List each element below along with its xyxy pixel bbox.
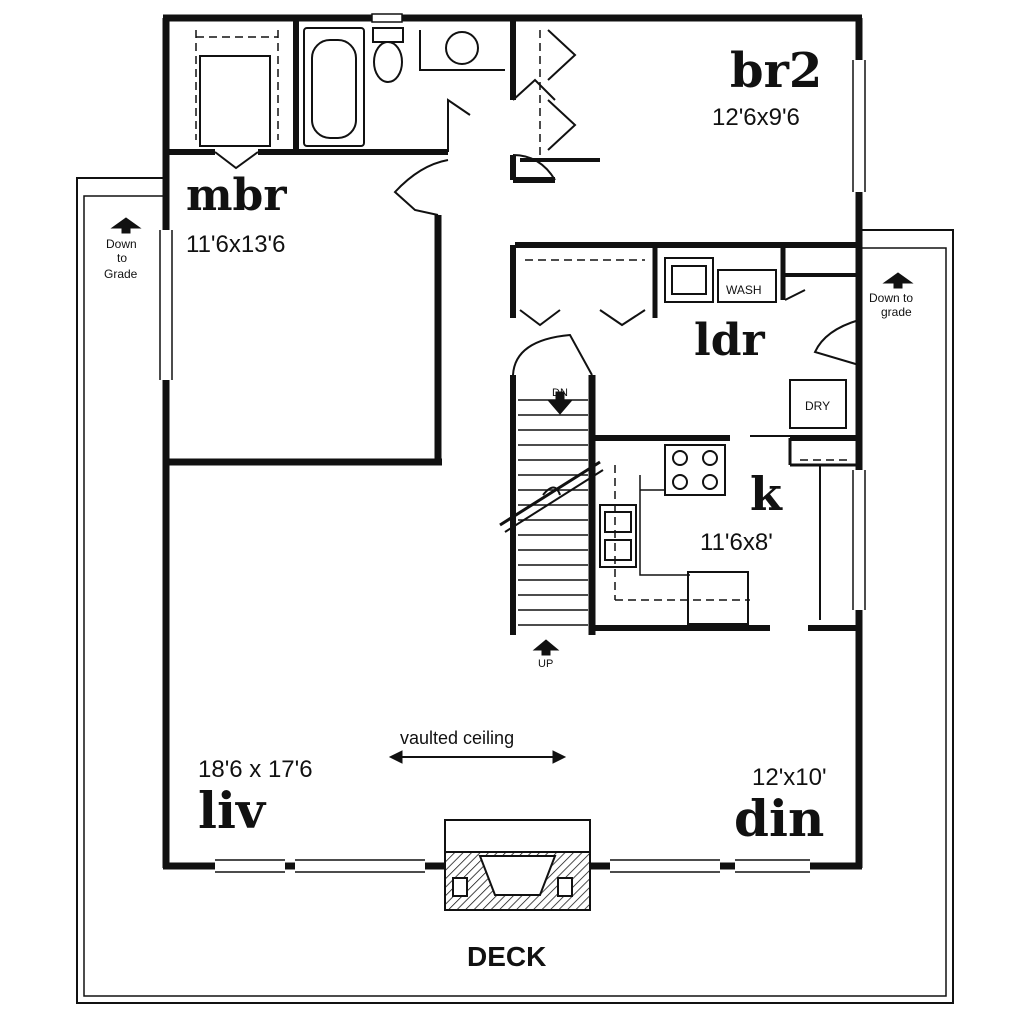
door-swings <box>214 29 860 376</box>
bathroom-fixtures <box>199 27 505 147</box>
left-arrow-icon <box>388 750 403 764</box>
vaulted-ceiling-note: vaulted ceiling <box>400 728 514 748</box>
room-label-mbr: mbr <box>186 170 287 221</box>
cooktop <box>664 444 726 496</box>
down-to-grade-left-3: Grade <box>104 267 138 281</box>
down-to-grade-left-2: to <box>117 251 127 265</box>
windows <box>159 13 866 873</box>
washer <box>717 269 777 303</box>
label-deck: DECK <box>467 941 546 972</box>
deck-outline <box>76 177 954 1004</box>
down-to-grade-left-1: Down <box>106 237 137 251</box>
room-label-ldr: ldr <box>694 315 765 366</box>
label-wash: WASH <box>726 283 762 297</box>
fireplace <box>444 819 591 911</box>
room-dims-liv: 18'6 x 17'6 <box>198 756 313 783</box>
laundry <box>664 257 847 429</box>
stair-up-label: UP <box>538 658 553 670</box>
right-arrow-icon <box>552 750 567 764</box>
room-label-br2: br2 <box>730 43 822 99</box>
laundry-sink <box>664 257 714 303</box>
toilet-bowl <box>373 41 403 83</box>
label-dry: DRY <box>805 399 830 413</box>
bathtub <box>303 27 365 147</box>
stair-dn-label: DN <box>552 387 568 399</box>
room-dims-mbr: 11'6x13'6 <box>186 231 285 258</box>
arrows <box>110 217 914 764</box>
stairs <box>499 399 604 626</box>
room-dims-din: 12'x10' <box>752 764 827 791</box>
kitchen-fixtures <box>599 444 749 625</box>
room-dims-br2: 12'6x9'6 <box>712 104 800 131</box>
kitchen-sink <box>599 504 637 568</box>
room-label-liv: liv <box>198 781 267 840</box>
room-dims-k: 11'6x8' <box>700 529 773 556</box>
dryer <box>789 379 847 429</box>
sink <box>445 31 479 65</box>
room-label-din: din <box>734 789 824 848</box>
down-to-grade-right-2: grade <box>881 305 912 319</box>
room-label-k: k <box>750 467 783 521</box>
refrigerator <box>687 571 749 625</box>
down-to-grade-right-1: Down to <box>869 291 913 305</box>
stair-down-arrow-icon <box>546 399 574 415</box>
interior-walls <box>166 18 859 635</box>
toilet-tank <box>372 27 404 43</box>
